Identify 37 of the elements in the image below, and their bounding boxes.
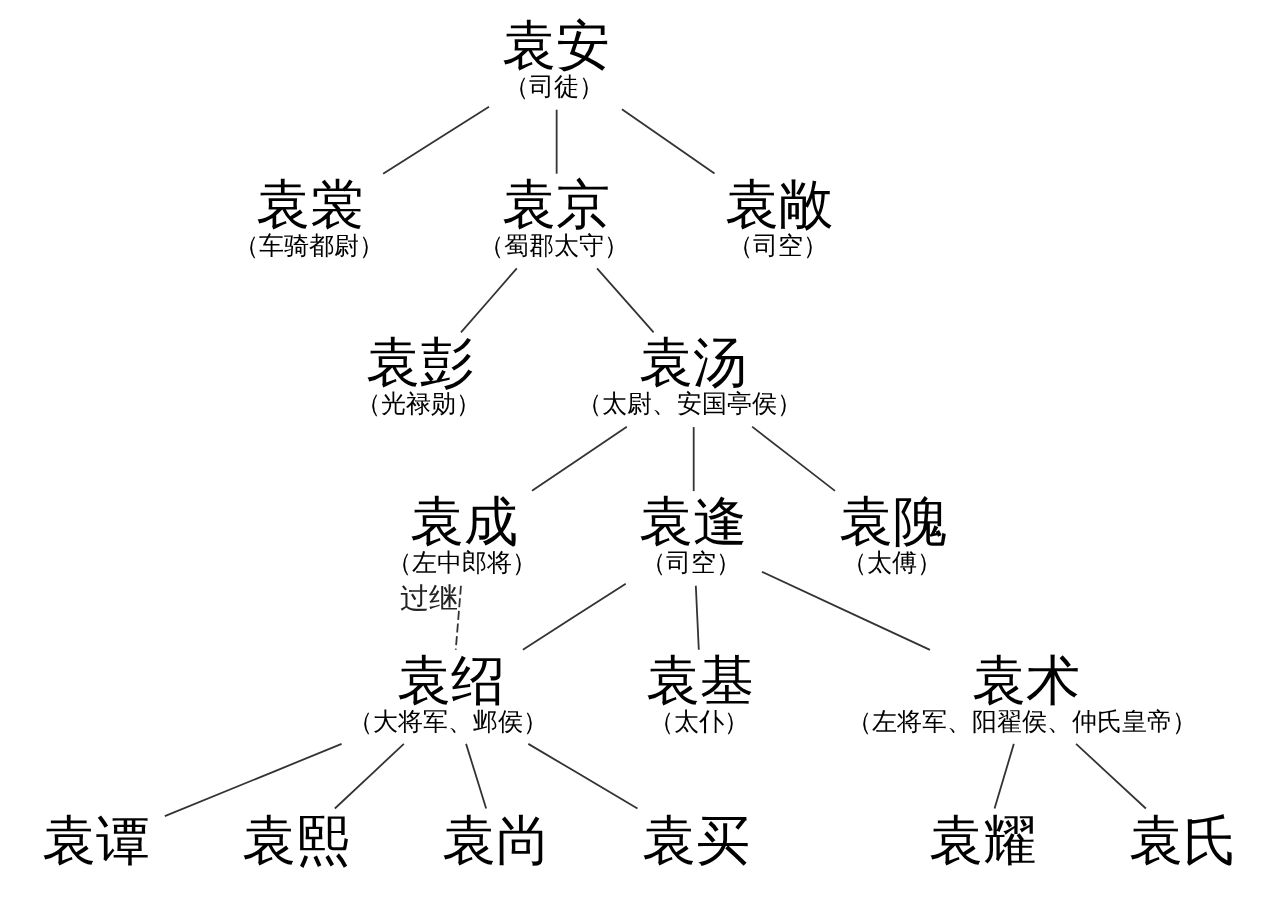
node-text: 袁耀: [928, 809, 1037, 873]
node-text: 袁熙: [241, 809, 350, 873]
node-text: 袁裳 （车骑都尉）: [233, 172, 384, 260]
connector: [620, 108, 715, 175]
connector: [993, 743, 1015, 810]
node-text: 袁彭 （光禄勋）: [355, 331, 481, 419]
node-text: 袁隗 （太傅）: [838, 490, 947, 578]
connector: [760, 570, 931, 651]
connector: [750, 425, 836, 492]
node-text: 袁逢 （司空）: [638, 490, 747, 578]
connector: [464, 743, 487, 810]
connector: [555, 108, 558, 175]
node-text: 袁尚: [441, 809, 550, 873]
node-text: 袁基 （太仆）: [645, 648, 754, 736]
node-text: 袁敞 （司空）: [724, 172, 833, 260]
node-text: 袁京 （蜀郡太守）: [478, 172, 629, 260]
node-text: 袁术 （左将军、阳翟侯、仲氏皇帝）: [846, 648, 1197, 736]
connector: [694, 584, 700, 651]
connector: [521, 582, 627, 651]
node-text: 袁买: [641, 809, 750, 873]
connector: [526, 743, 638, 810]
connector: [333, 743, 405, 810]
connector: [459, 267, 518, 334]
connector: [454, 584, 462, 651]
node-text: 袁成 （左中郎将）: [386, 490, 537, 578]
connector: [381, 105, 490, 175]
connector: [692, 426, 695, 492]
node-text: 袁汤 （太尉、安国亭侯）: [576, 331, 802, 419]
connector: [163, 743, 342, 817]
node-text: 袁绍 （大将军、邺侯）: [347, 648, 548, 736]
connector: [530, 425, 628, 492]
connector: [595, 267, 654, 334]
node-text: 袁氏: [1128, 809, 1237, 873]
connector: [1074, 743, 1147, 810]
edge-label: 过继: [400, 581, 459, 616]
node-text: 袁谭: [41, 809, 150, 873]
node-text: 袁安 （司徒）: [501, 14, 610, 102]
